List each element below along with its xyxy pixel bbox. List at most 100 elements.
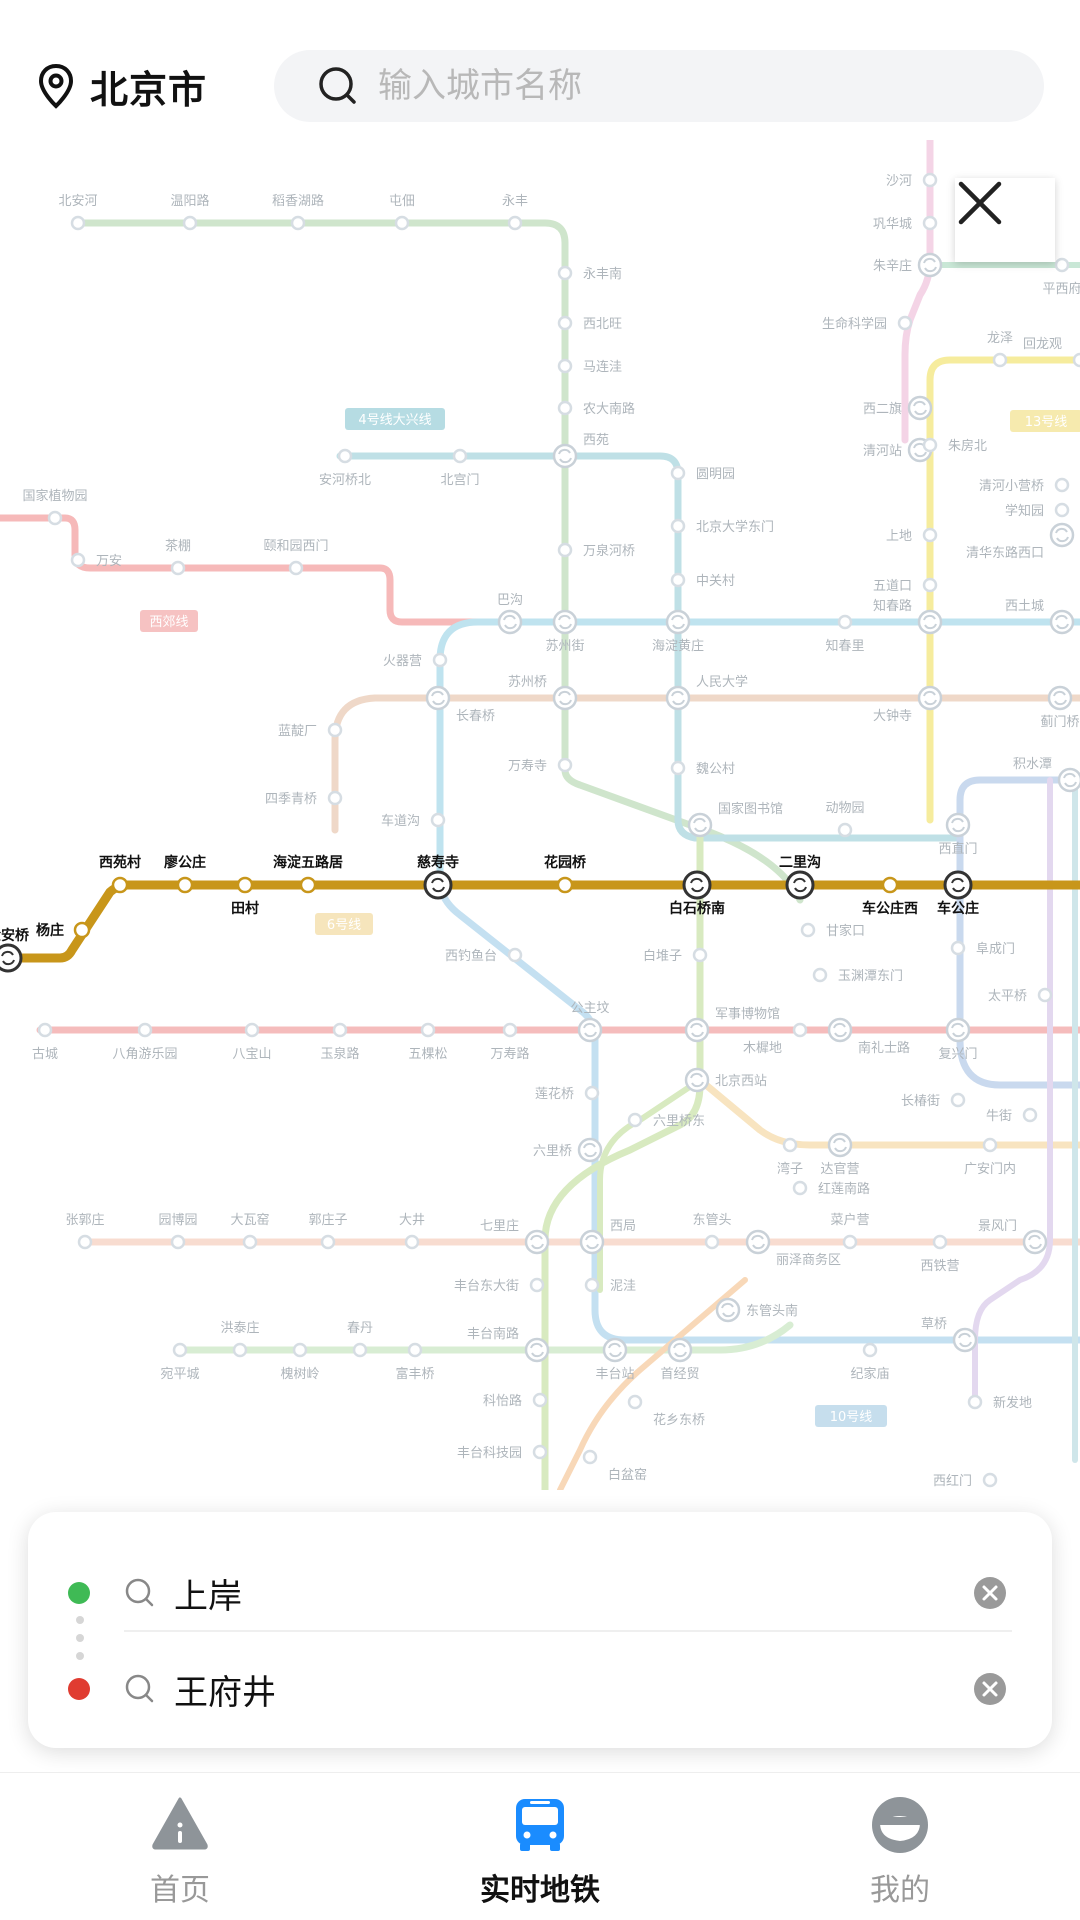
station-label[interactable]: 颐和园西门 [263, 539, 328, 554]
transfer-station-icon[interactable] [945, 812, 971, 838]
station-label[interactable]: 张郭庄 [65, 1212, 104, 1228]
station-label[interactable]: 魏公村 [696, 762, 735, 777]
station-dot[interactable] [932, 1234, 948, 1250]
station-dot[interactable] [584, 1277, 600, 1293]
station-label[interactable]: 平西府 [1042, 282, 1080, 297]
subway-map[interactable]: 西苑村廖公庄田村海淀五路居慈寿寺花园桥白石桥南二里沟车公庄西车公庄杨庄金安桥北安… [0, 140, 1080, 1490]
station-label[interactable]: 八宝山 [232, 1047, 271, 1062]
station-label[interactable]: 广安门内 [964, 1161, 1016, 1177]
station-label[interactable]: 白堆子 [643, 948, 682, 964]
station-dot[interactable] [507, 215, 523, 231]
station-dot[interactable] [452, 448, 468, 464]
station-label[interactable]: 公主坟 [570, 1001, 609, 1016]
station-dot[interactable] [837, 614, 853, 630]
station-label[interactable]: 六里桥东 [653, 1114, 705, 1129]
station-label[interactable]: 北京西站 [715, 1074, 767, 1089]
station-dot[interactable] [922, 172, 938, 188]
city-search-bar[interactable] [274, 50, 1044, 122]
station-label[interactable]: 丰台科技园 [457, 1446, 522, 1461]
station-label[interactable]: 人民大学 [696, 674, 748, 690]
station-dot[interactable] [557, 542, 573, 558]
station-label[interactable]: 知春里 [825, 638, 864, 654]
station-label[interactable]: 菜户营 [830, 1212, 869, 1228]
station-label[interactable]: 长椿街 [901, 1094, 940, 1109]
station-dot[interactable] [557, 757, 573, 773]
station-label[interactable]: 北京大学东门 [696, 519, 774, 535]
station-label[interactable]: 五道口 [873, 579, 912, 594]
transfer-station-icon[interactable] [687, 812, 713, 838]
station-label[interactable]: 槐树岭 [280, 1366, 319, 1382]
station-label[interactable]: 东管头南 [746, 1303, 798, 1319]
station-dot[interactable] [704, 1234, 720, 1250]
station-label[interactable]: 清河小营桥 [979, 479, 1044, 494]
origin-station[interactable]: 上岸 [174, 1576, 242, 1617]
station-label[interactable]: 玉泉路 [320, 1046, 359, 1062]
station-dot[interactable] [692, 947, 708, 963]
station-dot[interactable] [670, 572, 686, 588]
destination-station[interactable]: 王府井 [174, 1672, 276, 1713]
transfer-station-icon[interactable] [577, 1137, 603, 1163]
station-label[interactable]: 圆明园 [696, 467, 735, 482]
station-label[interactable]: 廖公庄 [164, 854, 206, 871]
station-label[interactable]: 慈寿寺 [417, 854, 459, 871]
transfer-station-icon[interactable] [665, 609, 691, 635]
station-label[interactable]: 茶棚 [165, 538, 191, 554]
clear-origin-icon[interactable] [974, 1577, 1006, 1609]
transfer-station-icon[interactable] [917, 609, 943, 635]
station-label[interactable]: 西铁营 [920, 1259, 959, 1274]
station-label[interactable]: 丰台站 [595, 1367, 634, 1382]
station-label[interactable]: 西苑 [583, 433, 609, 448]
station-label[interactable]: 草桥 [921, 1317, 947, 1332]
station-dot[interactable] [430, 812, 446, 828]
station-label[interactable]: 田村 [231, 900, 259, 917]
station-label[interactable]: 西直门 [938, 842, 977, 857]
station-dot[interactable] [404, 1234, 420, 1250]
station-dot[interactable] [922, 215, 938, 231]
station-label[interactable]: 火器营 [383, 654, 422, 669]
station-dot[interactable] [77, 1234, 93, 1250]
transfer-station-icon[interactable] [827, 1132, 853, 1158]
station-label[interactable]: 四季青桥 [265, 792, 317, 807]
station-label[interactable]: 花乡东桥 [653, 1412, 705, 1428]
station-label[interactable]: 万寿路 [490, 1046, 529, 1062]
transfer-station-icon[interactable] [952, 1327, 978, 1353]
station-label[interactable]: 蓟门桥 [1040, 715, 1079, 730]
station-label[interactable]: 白盆窑 [608, 1467, 647, 1483]
station-label[interactable]: 大井 [399, 1213, 425, 1228]
transfer-station-icon[interactable] [715, 1297, 741, 1323]
station-dot[interactable] [557, 265, 573, 281]
station-label[interactable]: 西北旺 [583, 317, 622, 332]
transfer-station-icon[interactable] [682, 870, 712, 900]
station-dot[interactable] [670, 760, 686, 776]
station-dot[interactable] [288, 560, 304, 576]
transfer-station-icon[interactable] [1049, 522, 1075, 548]
station-label[interactable]: 国家图书馆 [718, 801, 783, 817]
station-label[interactable]: 东管头 [692, 1213, 731, 1228]
station-label[interactable]: 八角游乐园 [112, 1047, 177, 1062]
station-label[interactable]: 丰台南路 [467, 1326, 519, 1342]
station-label[interactable]: 西钓鱼台 [445, 948, 497, 964]
station-label[interactable]: 温阳路 [170, 193, 209, 209]
transfer-station-icon[interactable] [0, 943, 23, 973]
station-dot[interactable] [897, 315, 913, 331]
station-dot[interactable] [290, 215, 306, 231]
station-label[interactable]: 莲花桥 [535, 1086, 574, 1102]
station-dot[interactable] [670, 518, 686, 534]
station-label[interactable]: 永丰 [502, 194, 528, 209]
station-label[interactable]: 纪家庙 [850, 1366, 889, 1382]
transfer-station-icon[interactable] [943, 870, 973, 900]
station-label[interactable]: 军事博物馆 [715, 1007, 780, 1022]
transfer-station-icon[interactable] [1057, 767, 1080, 793]
station-label[interactable]: 知春路 [873, 598, 912, 614]
station-dot[interactable] [950, 940, 966, 956]
city-name[interactable]: 北京市 [90, 67, 208, 112]
nav-home[interactable]: 首页 [0, 1773, 360, 1920]
station-dot[interactable] [837, 822, 853, 838]
transfer-station-icon[interactable] [917, 685, 943, 711]
station-dot[interactable] [337, 448, 353, 464]
station-label[interactable]: 金安桥 [0, 927, 30, 944]
station-dot[interactable] [862, 1342, 878, 1358]
station-dot[interactable] [922, 437, 938, 453]
transfer-station-icon[interactable] [579, 1229, 605, 1255]
station-label[interactable]: 首经贸 [660, 1367, 699, 1382]
